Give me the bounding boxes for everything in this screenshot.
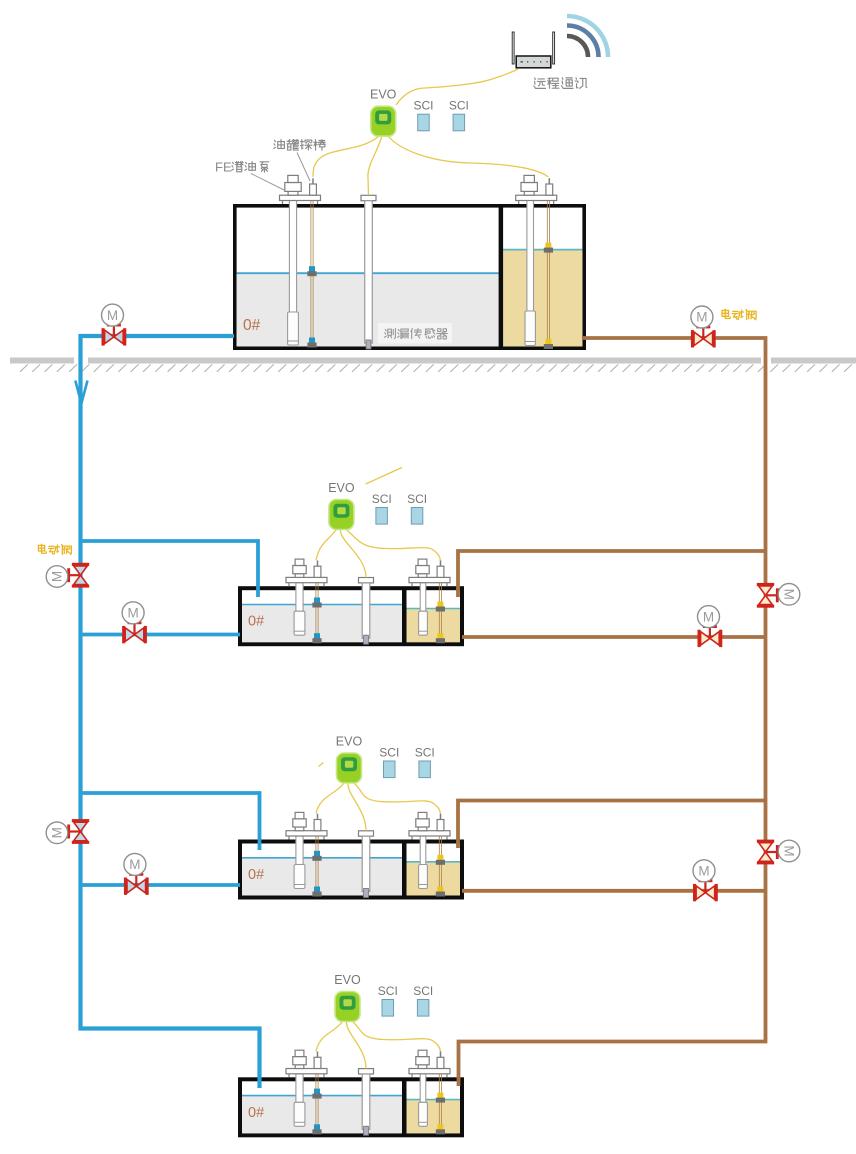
svg-text:SCI: SCI <box>378 984 398 998</box>
svg-text:EVO: EVO <box>328 481 355 495</box>
svg-text:0#: 0# <box>248 867 264 883</box>
svg-text:M: M <box>107 308 118 323</box>
svg-text:SCI: SCI <box>413 99 433 113</box>
svg-text:EVO: EVO <box>370 88 397 102</box>
svg-text:M: M <box>781 845 796 856</box>
svg-text:M: M <box>127 606 138 621</box>
svg-text:M: M <box>698 864 709 879</box>
svg-text:M: M <box>50 827 65 838</box>
svg-text:M: M <box>50 571 65 582</box>
svg-text:M: M <box>129 857 140 872</box>
svg-text:0#: 0# <box>248 1105 264 1121</box>
svg-text:SCI: SCI <box>407 492 427 506</box>
svg-text:SCI: SCI <box>413 984 433 998</box>
svg-text:EVO: EVO <box>334 973 361 987</box>
svg-text:EVO: EVO <box>336 735 363 749</box>
svg-text:0#: 0# <box>248 614 264 630</box>
svg-text:SCI: SCI <box>372 492 392 506</box>
svg-text:SCI: SCI <box>415 746 435 760</box>
svg-text:SCI: SCI <box>379 746 399 760</box>
svg-text:FE: FE <box>215 159 232 174</box>
svg-text:M: M <box>781 589 796 600</box>
svg-text:M: M <box>703 609 714 624</box>
svg-text:SCI: SCI <box>449 99 469 113</box>
svg-text:0#: 0# <box>243 317 261 334</box>
svg-text:M: M <box>696 310 707 325</box>
